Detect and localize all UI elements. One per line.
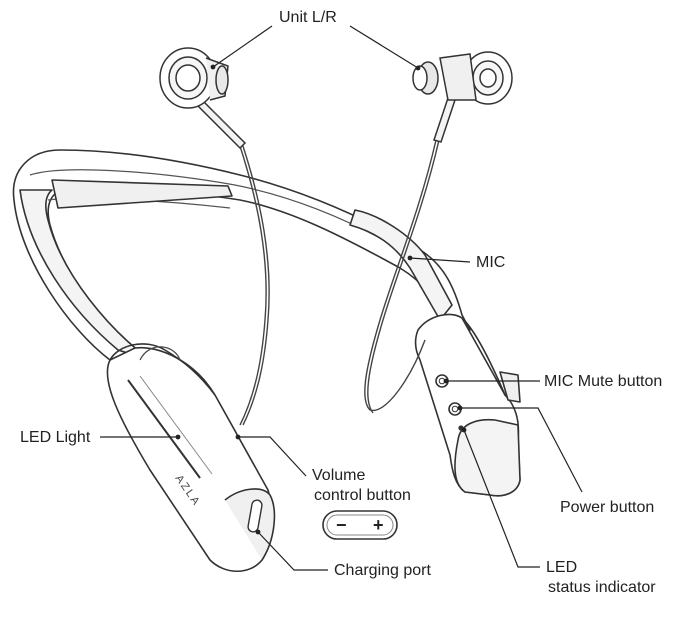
label-mic-mute: MIC Mute button — [544, 373, 662, 390]
label-unit: Unit L/R — [279, 9, 337, 26]
cable-loop-left — [139, 346, 181, 361]
led-light-strip — [127, 379, 201, 479]
right-cable-2 — [367, 139, 440, 414]
label-charging: Charging port — [334, 562, 432, 579]
leader-unit-right — [349, 25, 421, 71]
neckband-slot — [51, 179, 233, 209]
label-led-light: LED Light — [20, 429, 91, 446]
earbud-right — [412, 51, 513, 143]
neckband-right-arm — [349, 209, 453, 321]
leader-charging — [255, 529, 328, 571]
label-led-status-line2: status indicator — [548, 579, 656, 596]
leader-unit-left — [210, 25, 273, 70]
earbud-left — [159, 47, 247, 150]
leader-led-status — [461, 427, 540, 568]
volume-minus-symbol: − — [336, 515, 347, 535]
leader-lines — [100, 25, 583, 571]
left-module-body — [106, 346, 273, 572]
right-module-clip — [499, 371, 521, 403]
volume-control-illustration: − + — [322, 510, 398, 540]
label-volume-line1: Volume — [312, 467, 365, 484]
leader-power — [457, 405, 583, 493]
label-power: Power button — [560, 499, 654, 516]
left-module — [106, 343, 276, 572]
volume-plus-symbol: + — [373, 515, 384, 535]
leader-mic — [407, 255, 471, 263]
leader-volume — [235, 434, 307, 477]
left-module-top — [109, 343, 216, 396]
label-led-status-line1: LED — [546, 559, 577, 576]
neckband — [12, 149, 471, 361]
power-button-shape — [448, 402, 462, 416]
right-module-cap — [454, 418, 521, 497]
led-status-shape — [458, 425, 464, 431]
neckband-left-wall — [19, 189, 151, 361]
cables — [139, 139, 440, 426]
label-volume-line2: control button — [314, 487, 411, 504]
led-light-strip-2 — [139, 375, 213, 475]
right-cable — [364, 139, 437, 412]
label-mic: MIC — [476, 254, 505, 271]
right-module-side — [461, 317, 506, 396]
right-module — [414, 313, 521, 497]
left-cable — [237, 139, 267, 426]
left-cable-2 — [240, 139, 270, 426]
charging-port-shape — [247, 499, 263, 533]
